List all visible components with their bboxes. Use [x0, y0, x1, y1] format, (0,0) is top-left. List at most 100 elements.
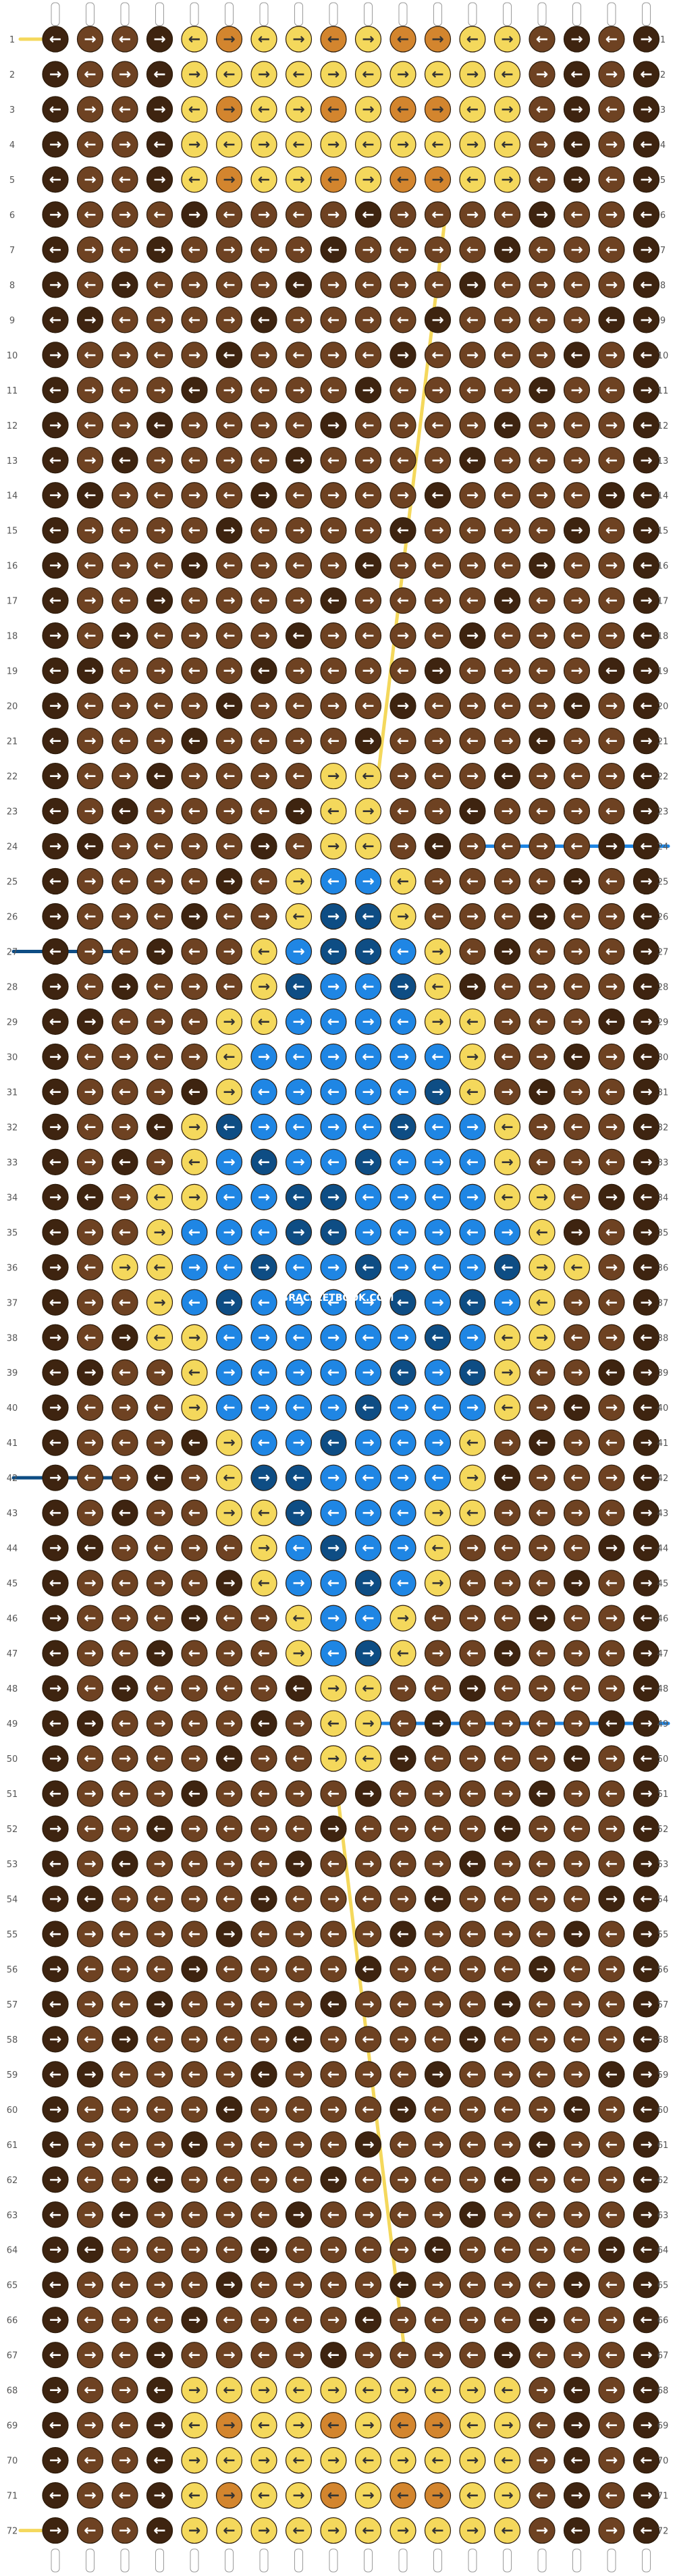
knot-icon: ← — [250, 867, 277, 895]
arrow-left-icon: ← — [327, 2277, 340, 2294]
knot-icon: → — [354, 2342, 382, 2369]
knot-icon: → — [285, 1499, 313, 1526]
knot-icon: → — [354, 2131, 382, 2158]
knot-icon: → — [598, 2517, 625, 2544]
arrow-left-icon: ← — [640, 66, 652, 83]
arrow-left-icon: ← — [466, 2137, 479, 2153]
knot-icon: ← — [389, 1499, 416, 1526]
knot-icon: → — [285, 306, 313, 333]
knot-icon: ← — [76, 622, 104, 649]
knot-icon: → — [181, 412, 208, 439]
knot-icon: → — [111, 2166, 138, 2193]
arrow-left-icon: ← — [292, 1048, 304, 1065]
arrow-left-icon: ← — [536, 1926, 548, 1943]
arrow-left-icon: ← — [431, 2452, 443, 2469]
arrow-left-icon: ← — [536, 1013, 548, 1030]
arrow-left-icon: ← — [536, 1434, 548, 1451]
knot-icon: ← — [598, 2342, 625, 2369]
knot-icon: → — [146, 2061, 173, 2088]
arrow-right-icon: → — [466, 1048, 479, 1065]
knot-icon: → — [320, 973, 347, 1000]
knot-icon: ← — [493, 61, 521, 88]
threads-layer — [11, 37, 670, 2533]
knot-icon: ← — [320, 2131, 347, 2158]
row-label-left: 51 — [7, 1790, 18, 1800]
arrow-left-icon: ← — [327, 312, 340, 329]
arrow-right-icon: → — [153, 803, 165, 820]
knot-icon: → — [598, 271, 625, 298]
knot-icon: ← — [563, 762, 591, 790]
knot-icon: ← — [181, 236, 208, 263]
knot-icon: → — [76, 26, 104, 53]
arrow-right-icon: → — [119, 2452, 131, 2469]
arrow-left-icon: ← — [466, 101, 479, 118]
knot-icon: → — [146, 727, 173, 755]
knot-icon: ← — [424, 131, 452, 158]
knot-icon: ← — [285, 693, 313, 720]
arrow-right-icon: → — [153, 1083, 165, 1100]
row-label-right: 48 — [657, 1684, 669, 1694]
knot-icon: ← — [529, 26, 556, 53]
knot-icon: → — [320, 2236, 347, 2263]
arrow-left-icon: ← — [153, 277, 165, 294]
arrow-right-icon: → — [153, 1154, 165, 1171]
arrow-right-icon: → — [292, 2347, 304, 2364]
arrow-right-icon: → — [119, 417, 131, 434]
row-label-left: 42 — [7, 1474, 18, 1484]
knot-icon: ← — [181, 447, 208, 474]
arrow-right-icon: → — [362, 2277, 374, 2294]
knot-icon: → — [146, 797, 173, 825]
knot-icon: → — [215, 2342, 243, 2369]
arrow-right-icon: → — [536, 1540, 548, 1557]
arrow-left-icon: ← — [292, 558, 304, 574]
knot-icon: → — [529, 1605, 556, 1632]
knot-icon: ← — [354, 622, 382, 649]
arrow-left-icon: ← — [292, 417, 304, 434]
arrow-left-icon: ← — [188, 1786, 200, 1802]
arrow-right-icon: → — [84, 171, 96, 188]
arrow-right-icon: → — [605, 2031, 618, 2048]
arrow-right-icon: → — [153, 31, 165, 48]
arrow-left-icon: ← — [501, 136, 513, 153]
knot-icon: ← — [563, 1815, 591, 1842]
string-icon — [398, 2548, 408, 2573]
arrow-right-icon: → — [397, 2312, 409, 2329]
knot-icon: ← — [424, 762, 452, 790]
knot-icon: → — [320, 622, 347, 649]
knot-icon: → — [529, 2166, 556, 2193]
knot-icon: → — [76, 1569, 104, 1596]
knot-icon: ← — [424, 903, 452, 930]
knot-icon: ← — [459, 1710, 486, 1737]
string-icon — [607, 2, 616, 26]
knot-icon: → — [320, 1043, 347, 1071]
knot-icon: ← — [181, 166, 208, 193]
arrow-left-icon: ← — [640, 628, 652, 645]
arrow-left-icon: ← — [49, 242, 61, 259]
knot-icon: ← — [320, 1359, 347, 1386]
knot-icon: → — [563, 2272, 591, 2299]
arrow-right-icon: → — [153, 522, 165, 539]
knot-icon: ← — [146, 1394, 173, 1421]
knot-icon: → — [146, 1359, 173, 1386]
arrow-left-icon: ← — [292, 1399, 304, 1416]
arrow-right-icon: → — [327, 66, 340, 83]
knot-icon: → — [598, 2447, 625, 2474]
knot-icon: → — [529, 1043, 556, 1071]
knot-icon: ← — [42, 797, 69, 825]
knot-icon: → — [632, 166, 660, 193]
knot-icon: ← — [493, 1605, 521, 1632]
arrow-left-icon: ← — [84, 558, 96, 574]
knot-icon: ← — [459, 447, 486, 474]
arrow-left-icon: ← — [84, 978, 96, 995]
arrow-right-icon: → — [223, 1996, 235, 2013]
arrow-left-icon: ← — [153, 347, 165, 364]
arrow-right-icon: → — [640, 733, 652, 750]
arrow-left-icon: ← — [119, 1715, 131, 1732]
string-icon — [503, 2548, 512, 2573]
arrow-right-icon: → — [362, 803, 374, 820]
arrow-right-icon: → — [153, 943, 165, 960]
knot-icon: → — [76, 797, 104, 825]
string-icon — [294, 2, 303, 26]
arrow-left-icon: ← — [258, 943, 270, 960]
knot-icon: → — [285, 938, 313, 965]
